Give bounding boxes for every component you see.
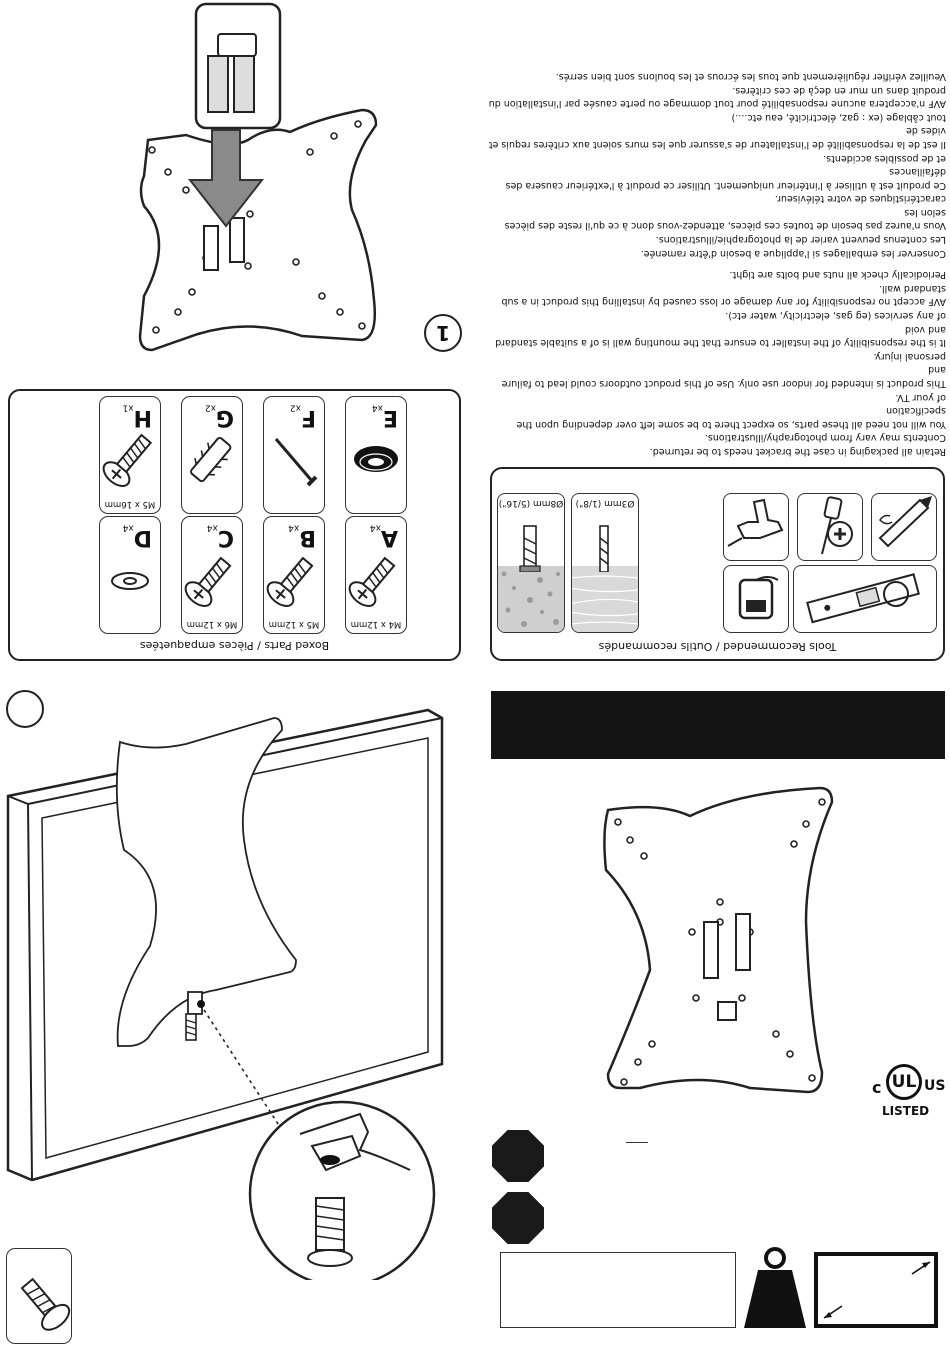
- nail-icon: [274, 438, 318, 487]
- screw-icon: [102, 433, 153, 487]
- ul-listed-mark: c UL US LISTED: [872, 1064, 946, 1124]
- screw-icon: [348, 556, 396, 607]
- ul-us: US: [924, 1078, 946, 1094]
- ul-c: c: [872, 1078, 882, 1097]
- screw-detail-box: [6, 1248, 72, 1344]
- washer-icon: [111, 572, 149, 590]
- warning-dash: [626, 1142, 648, 1143]
- drill-bit-icon: [599, 525, 609, 572]
- step2-number-circle: [6, 690, 44, 728]
- drill-bit-concrete-label: Ø8mm (5/16"): [498, 498, 564, 508]
- warnings-fr: Conserver les emballages si l'applique a…: [488, 70, 946, 259]
- zoom-detail-circle: [248, 1100, 436, 1280]
- pencil-tool: [871, 493, 937, 561]
- dark-title-band: [491, 691, 945, 759]
- level-tool: [793, 565, 937, 633]
- screw-icon: [184, 556, 232, 607]
- wall-anchor-icon: [190, 436, 232, 483]
- product-bracket-image: [603, 786, 834, 1094]
- part-e: Ex4: [345, 396, 407, 514]
- step1-number-circle: 1: [424, 314, 462, 352]
- part-g: Gx2: [181, 396, 243, 514]
- part-c: M6 x 12mm Cx4: [181, 516, 243, 634]
- drill-tool: [723, 493, 789, 561]
- boxed-parts-title: Boxed Parts / Pièces empaquetées: [139, 639, 330, 652]
- warnings-text: Retain all packaging in case the bracket…: [488, 71, 946, 458]
- ul-listed: LISTED: [882, 1104, 930, 1118]
- drill-bit-wood-label: Ø3mm (1/8"): [575, 498, 635, 508]
- screwdriver-tool: [797, 493, 863, 561]
- weight-icon: [744, 1247, 806, 1328]
- part-a: M4 x 12mm Ax4: [345, 516, 407, 634]
- masonry-bit-icon: [519, 525, 541, 572]
- tv-bracket-plate: [115, 717, 297, 1047]
- part-f: Fx2: [263, 396, 325, 514]
- stud-finder-tool: [723, 565, 789, 633]
- warnings-en: Retain all packaging in case the bracket…: [495, 269, 946, 457]
- tools-panel: Tools Recommended / Outils recommandés Ø…: [490, 467, 945, 661]
- screen-size-box: [814, 1252, 938, 1328]
- ul-circle: UL: [886, 1064, 922, 1100]
- info-box: [500, 1252, 736, 1328]
- bracket-plate: [138, 108, 378, 352]
- diagonal-arrows-icon: [823, 1261, 931, 1319]
- mount-arrow: [187, 129, 265, 228]
- pencil-icon: [878, 496, 932, 548]
- wood-texture: [571, 566, 638, 632]
- stud-finder-icon: [738, 576, 779, 620]
- boxed-parts-panel: Boxed Parts / Pièces empaquetées M4 x 12…: [8, 389, 461, 661]
- screw-icon: [266, 556, 314, 607]
- octagon-warning-icon-2: [492, 1192, 544, 1244]
- part-d: Dx4: [99, 516, 161, 634]
- drill-icon: [727, 498, 784, 547]
- step2-illustration: [6, 708, 444, 1280]
- drill-bit-wood: Ø3mm (1/8"): [571, 493, 639, 633]
- spacer-icon: [354, 446, 398, 472]
- screw-icon: [20, 1277, 71, 1331]
- part-b: M5 x 12mm Bx4: [263, 516, 325, 634]
- level-icon: [806, 573, 920, 624]
- step1-illustration: [138, 2, 378, 352]
- screwdriver-icon: [821, 496, 853, 555]
- step1-number: 1: [436, 321, 450, 345]
- drill-bit-concrete: Ø8mm (5/16"): [497, 493, 565, 633]
- concrete-texture: [497, 566, 564, 632]
- tools-title: Tools Recommended / Outils recommandés: [598, 640, 837, 653]
- part-h: M5 x 16mm Hx1: [99, 396, 161, 514]
- octagon-warning-icon: [492, 1130, 544, 1182]
